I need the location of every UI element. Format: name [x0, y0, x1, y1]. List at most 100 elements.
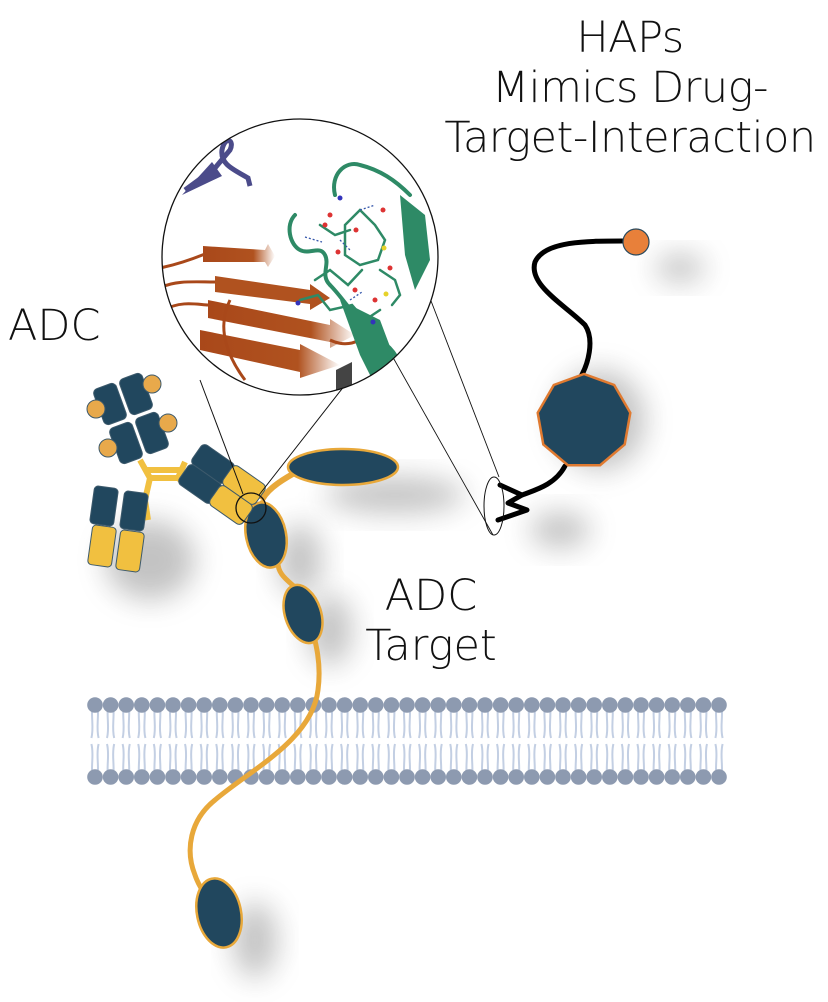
- lipid-tail: [517, 743, 521, 771]
- lipid-tail: [152, 711, 156, 739]
- lipid-tail: [605, 711, 609, 739]
- lipid-tail: [137, 743, 141, 771]
- lipid-head: [274, 697, 291, 713]
- lipid-tail: [236, 743, 240, 771]
- lipid-tail: [340, 711, 344, 739]
- lipid-tail: [542, 743, 546, 771]
- lipid-tail: [112, 711, 116, 739]
- lipid-tail: [199, 743, 203, 771]
- lipid-head: [118, 697, 134, 713]
- adc-target-receptor: [187, 447, 400, 949]
- lipid-tail: [636, 743, 640, 771]
- lipid-tail: [704, 711, 708, 739]
- lipid-head: [570, 769, 587, 785]
- lipid-tail: [542, 711, 546, 739]
- payload-sphere: [158, 413, 178, 433]
- lipid-tail: [611, 743, 615, 771]
- lipid-tail: [215, 711, 219, 739]
- lipid-head: [508, 769, 524, 785]
- lipid-tail: [424, 711, 428, 739]
- lipid-head: [477, 697, 493, 713]
- lipid-head: [446, 697, 462, 713]
- lipid-head: [321, 769, 337, 785]
- lipid-tail: [324, 711, 328, 739]
- lipid-tail: [174, 743, 178, 771]
- lipid-head: [602, 769, 618, 785]
- lipid-head: [149, 769, 166, 785]
- lipid-tail: [215, 743, 219, 771]
- lipid-tail: [127, 711, 131, 739]
- lipid-tail: [589, 743, 593, 771]
- lipid-tail: [455, 711, 459, 739]
- lipid-tail: [283, 711, 287, 739]
- lipid-head: [212, 769, 228, 785]
- lipid-tail: [127, 743, 131, 771]
- lipid-tail: [168, 711, 172, 739]
- lipid-head: [399, 697, 415, 713]
- lipid-tail: [683, 711, 687, 739]
- lipid-head: [664, 769, 680, 785]
- lipid-tail: [221, 711, 225, 739]
- lipid-head: [695, 769, 712, 785]
- lipid-tail: [698, 711, 702, 739]
- lipid-tail: [152, 743, 156, 771]
- hap-chain-lower: [519, 463, 568, 498]
- adc-target-label: ADC Target: [356, 571, 506, 672]
- lipid-tail: [480, 711, 484, 739]
- lipid-head: [180, 697, 197, 713]
- lipid-head: [352, 769, 369, 785]
- binding-site-focus-circle: [235, 492, 267, 524]
- receptor-domain-1: [244, 501, 288, 569]
- lipid-tail: [361, 711, 365, 739]
- fc-region: [87, 485, 149, 573]
- lipid-tail: [106, 743, 110, 771]
- hap-terminal-sphere: [622, 228, 650, 256]
- lipid-tail: [346, 743, 350, 771]
- lipid-head: [648, 769, 665, 785]
- lipid-head: [368, 769, 384, 785]
- lipid-tail: [262, 743, 266, 771]
- lipid-tail: [190, 743, 194, 771]
- lipid-tail: [704, 743, 708, 771]
- lipid-tail: [418, 743, 422, 771]
- lipid-head: [243, 697, 259, 713]
- lipid-tail: [252, 743, 256, 771]
- lipid-head: [414, 697, 431, 713]
- lipid-tail: [658, 743, 662, 771]
- lipid-head: [524, 697, 540, 713]
- lipid-tail: [626, 711, 630, 739]
- lipid-tail: [402, 711, 406, 739]
- lipid-tail: [533, 743, 537, 771]
- lipid-head: [118, 769, 134, 785]
- lipid-tail: [143, 743, 147, 771]
- lipid-head: [617, 697, 634, 713]
- lipid-head: [399, 769, 415, 785]
- lipid-head: [508, 697, 524, 713]
- lipid-head: [165, 697, 181, 713]
- lipid-head: [196, 697, 212, 713]
- lipid-tail: [496, 711, 500, 739]
- lipid-head: [430, 769, 447, 785]
- lipid-tail: [299, 743, 303, 771]
- lipid-tail: [96, 743, 100, 771]
- lipid-head: [87, 697, 103, 713]
- lipid-tail: [558, 711, 562, 739]
- lipid-head: [430, 697, 447, 713]
- lipid-tail: [361, 743, 365, 771]
- lipid-head: [383, 697, 400, 713]
- lipid-tail: [714, 711, 718, 739]
- lipid-head: [586, 769, 602, 785]
- lipid-head: [212, 697, 228, 713]
- lipid-head: [680, 769, 696, 785]
- lipid-head: [602, 697, 618, 713]
- lipid-head: [305, 769, 322, 785]
- lipid-head: [586, 697, 602, 713]
- atom-markers: [295, 195, 393, 325]
- lipid-tail: [230, 711, 234, 739]
- hap-molecule: [483, 228, 650, 536]
- lipid-tail: [548, 711, 552, 739]
- lipid-tail: [642, 743, 646, 771]
- hydrogen-bonds: [304, 204, 376, 301]
- lipid-tail: [533, 711, 537, 739]
- lipid-tail: [392, 711, 396, 739]
